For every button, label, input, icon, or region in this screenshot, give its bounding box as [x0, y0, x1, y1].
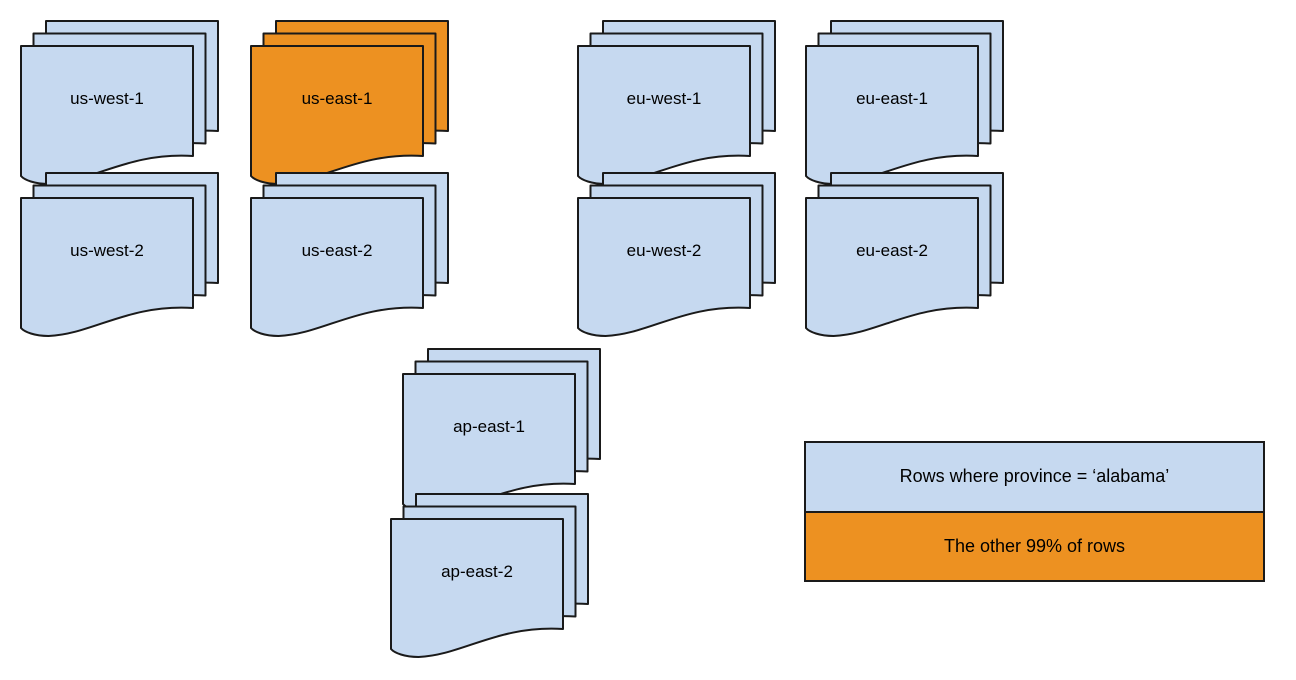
- doc-stack-eu-west-2[interactable]: eu-west-2: [577, 172, 807, 337]
- doc-sheet-3: [805, 197, 979, 337]
- doc-stack-shape: [20, 20, 219, 185]
- doc-stack-shape: [805, 20, 1004, 185]
- legend-row-blue: Rows where province = ‘alabama’: [806, 443, 1263, 513]
- doc-sheet-3: [250, 45, 424, 185]
- legend-row-orange: The other 99% of rows: [806, 512, 1263, 580]
- doc-stack-us-west-2[interactable]: us-west-2: [20, 172, 250, 337]
- doc-stack-shape: [250, 172, 449, 337]
- doc-sheet-3: [20, 45, 194, 185]
- doc-stack-shape: [402, 348, 601, 513]
- doc-stack-shape: [805, 172, 1004, 337]
- doc-stack-shape: [20, 172, 219, 337]
- doc-stack-us-west-1[interactable]: us-west-1: [20, 20, 250, 185]
- doc-stack-shape: [577, 172, 776, 337]
- doc-stack-us-east-2[interactable]: us-east-2: [250, 172, 480, 337]
- doc-sheet-3: [390, 518, 564, 658]
- legend-label-blue: Rows where province = ‘alabama’: [899, 466, 1170, 487]
- doc-stack-shape: [577, 20, 776, 185]
- doc-stack-eu-west-1[interactable]: eu-west-1: [577, 20, 807, 185]
- doc-stack-us-east-1[interactable]: us-east-1: [250, 20, 480, 185]
- doc-stack-shape: [390, 493, 589, 658]
- doc-sheet-3: [20, 197, 194, 337]
- doc-sheet-3: [577, 197, 751, 337]
- doc-stack-eu-east-2[interactable]: eu-east-2: [805, 172, 1035, 337]
- doc-sheet-3: [250, 197, 424, 337]
- doc-sheet-3: [805, 45, 979, 185]
- doc-stack-ap-east-2[interactable]: ap-east-2: [390, 493, 620, 658]
- legend: Rows where province = ‘alabama’ The othe…: [804, 441, 1265, 582]
- doc-stack-eu-east-1[interactable]: eu-east-1: [805, 20, 1035, 185]
- doc-stack-shape: [250, 20, 449, 185]
- doc-sheet-3: [402, 373, 576, 513]
- doc-stack-ap-east-1[interactable]: ap-east-1: [402, 348, 632, 513]
- doc-sheet-3: [577, 45, 751, 185]
- legend-label-orange: The other 99% of rows: [943, 535, 1126, 556]
